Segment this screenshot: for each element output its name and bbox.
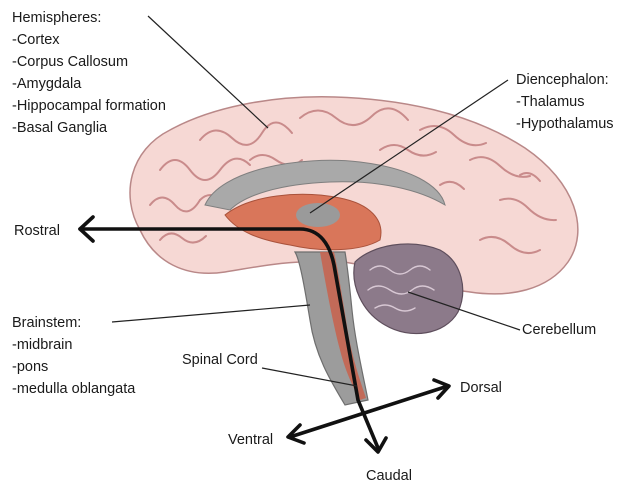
hemispheres-label-group: Hemispheres: -Cortex -Corpus Callosum -A… (12, 10, 166, 136)
diencephalon-title: Diencephalon: (516, 72, 609, 88)
rostral-label: Rostral (14, 223, 60, 239)
hemispheres-item-cortex: -Cortex (12, 32, 60, 48)
hemispheres-item-corpus-callosum: -Corpus Callosum (12, 54, 128, 70)
brainstem-item-pons: -pons (12, 359, 48, 375)
diencephalon-item-hypothalamus: -Hypothalamus (516, 116, 614, 132)
brainstem-leader (112, 305, 310, 322)
diencephalon-label-group: Diencephalon: -Thalamus -Hypothalamus (516, 72, 614, 132)
ventral-label: Ventral (228, 432, 273, 448)
caudal-label: Caudal (366, 468, 412, 484)
hemispheres-title: Hemispheres: (12, 10, 101, 26)
hemispheres-item-basal-ganglia: -Basal Ganglia (12, 120, 108, 136)
cerebellum-label: Cerebellum (522, 322, 596, 338)
brainstem-item-medulla: -medulla oblangata (12, 381, 136, 397)
brainstem-item-midbrain: -midbrain (12, 337, 72, 353)
cerebral-cortex (130, 97, 578, 294)
diencephalon-item-thalamus: -Thalamus (516, 94, 585, 110)
spinal-cord-label: Spinal Cord (182, 352, 258, 368)
hemispheres-item-amygdala: -Amygdala (12, 76, 82, 92)
brainstem-title: Brainstem: (12, 315, 81, 331)
hemispheres-leader (148, 16, 268, 128)
hemispheres-item-hippocampal-formation: -Hippocampal formation (12, 98, 166, 114)
brainstem-label-group: Brainstem: -midbrain -pons -medulla obla… (12, 315, 136, 397)
thalamus-core (296, 203, 340, 227)
dorsal-label: Dorsal (460, 380, 502, 396)
